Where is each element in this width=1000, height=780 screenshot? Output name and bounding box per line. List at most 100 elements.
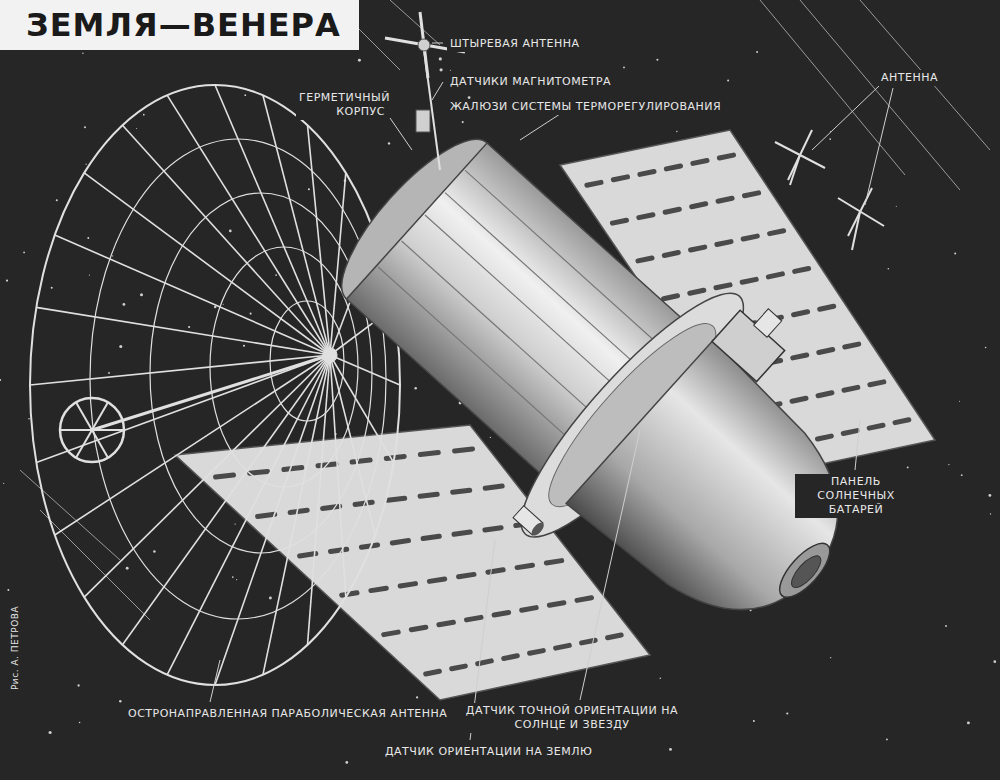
panel-slot bbox=[640, 172, 654, 175]
panel-slot bbox=[820, 306, 834, 309]
star bbox=[967, 721, 970, 724]
wheel-spoke bbox=[92, 430, 108, 458]
panel-slot bbox=[556, 645, 570, 648]
star bbox=[656, 59, 658, 61]
dish-spoke bbox=[84, 173, 330, 355]
star bbox=[756, 51, 758, 53]
dish-spoke bbox=[215, 85, 330, 355]
part-label: ПАНЕЛЬ СОЛНЕЧНЫХ БАТАРЕЙ bbox=[795, 474, 917, 518]
panel-slot bbox=[638, 258, 652, 261]
panel-slot bbox=[420, 453, 438, 455]
star bbox=[136, 128, 137, 129]
panel-slot bbox=[693, 161, 707, 164]
star bbox=[269, 597, 272, 600]
star bbox=[140, 293, 143, 296]
panel-slot bbox=[845, 344, 859, 347]
panel-slot bbox=[250, 471, 268, 473]
wheel-spoke bbox=[92, 429, 124, 431]
star bbox=[234, 523, 235, 524]
star bbox=[3, 483, 4, 484]
dish-spoke bbox=[123, 125, 331, 355]
panel-slot bbox=[384, 632, 399, 635]
star bbox=[77, 684, 79, 686]
panel-slot bbox=[426, 671, 440, 674]
panel-slot bbox=[792, 398, 806, 401]
star bbox=[907, 466, 909, 468]
panel-slot bbox=[517, 565, 532, 567]
panel-slot bbox=[455, 449, 473, 451]
panel-slot bbox=[818, 436, 832, 439]
star bbox=[153, 550, 156, 553]
panel-slot bbox=[690, 290, 704, 293]
star bbox=[56, 199, 58, 201]
parabolic-antenna bbox=[30, 85, 400, 685]
panel-slot bbox=[768, 274, 782, 277]
star bbox=[829, 138, 831, 140]
panel-slot bbox=[639, 215, 653, 218]
panel-slot bbox=[485, 486, 502, 488]
feed-rod bbox=[92, 355, 330, 430]
part-label: ОСТРОНАПРАВЛЕННАЯ ПАРАБОЛИЧЕСКАЯ АНТЕННА bbox=[125, 706, 450, 722]
panel-slot bbox=[743, 236, 757, 239]
dish-spoke bbox=[84, 355, 330, 597]
star bbox=[416, 696, 418, 698]
star bbox=[948, 464, 949, 465]
panel-slot bbox=[284, 468, 302, 470]
antenna bbox=[775, 130, 884, 250]
star bbox=[888, 268, 890, 270]
panel-slot bbox=[323, 506, 340, 508]
dish-spoke bbox=[330, 355, 394, 463]
dish-spoke bbox=[167, 95, 330, 355]
star bbox=[961, 474, 963, 476]
star bbox=[232, 576, 234, 578]
panel-slot bbox=[400, 584, 415, 586]
panel-slot bbox=[895, 420, 909, 423]
star bbox=[236, 579, 237, 580]
star bbox=[669, 748, 672, 751]
star bbox=[676, 131, 677, 132]
star bbox=[85, 164, 86, 165]
star bbox=[119, 700, 121, 702]
panel-slot bbox=[844, 387, 858, 390]
dish-spoke bbox=[263, 95, 330, 355]
panel-slot bbox=[664, 296, 678, 299]
star bbox=[250, 313, 252, 315]
star bbox=[990, 513, 991, 514]
panel-slot bbox=[300, 554, 316, 556]
star bbox=[439, 57, 442, 60]
panel-slot bbox=[719, 155, 733, 158]
panel-slot bbox=[504, 656, 518, 659]
star bbox=[89, 275, 90, 276]
dish-spoke bbox=[55, 355, 330, 535]
panel-slot bbox=[392, 541, 408, 543]
part-label: ГЕРМЕТИЧНЫЙ КОРПУС bbox=[296, 90, 388, 120]
panel-slot bbox=[716, 285, 730, 288]
page-title: ЗЕМЛЯ—ВЕНЕРА bbox=[0, 0, 359, 50]
star bbox=[660, 678, 662, 680]
dish-spoke bbox=[308, 355, 331, 645]
star bbox=[786, 712, 788, 714]
panel-slot bbox=[717, 242, 731, 245]
dish-spoke bbox=[308, 125, 331, 355]
panel-slot bbox=[577, 598, 592, 601]
panel-slot bbox=[870, 382, 884, 385]
panel-slot bbox=[459, 574, 474, 576]
star bbox=[886, 738, 888, 740]
panel-slot bbox=[439, 622, 454, 625]
panel-slot bbox=[795, 269, 809, 272]
star bbox=[112, 255, 113, 256]
panel-slot bbox=[742, 279, 756, 282]
panel-slot bbox=[664, 253, 678, 256]
panel-slot bbox=[355, 502, 372, 504]
star bbox=[243, 345, 245, 347]
panel-slot bbox=[361, 545, 377, 547]
star bbox=[49, 731, 52, 734]
panel-slot bbox=[587, 182, 601, 185]
wheel-spoke bbox=[76, 402, 92, 430]
panel-slot bbox=[488, 570, 503, 572]
star bbox=[108, 372, 110, 374]
panel-slot bbox=[770, 231, 784, 234]
panel-slot bbox=[612, 220, 626, 223]
part-label: ДАТЧИК ОРИЕНТАЦИИ НА ЗЕМЛЮ bbox=[382, 744, 595, 760]
